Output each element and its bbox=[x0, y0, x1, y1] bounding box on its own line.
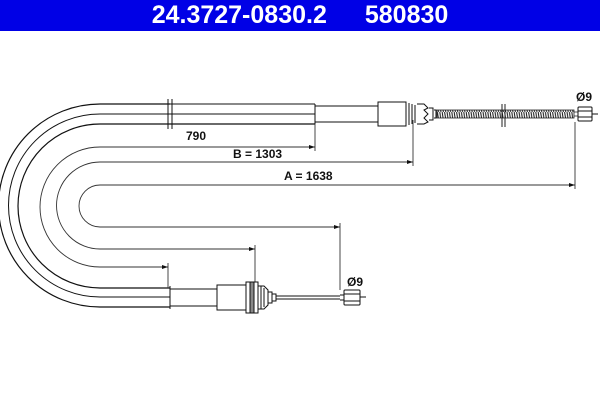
top-end-nipple bbox=[577, 106, 598, 122]
part-number: 24.3727-0830.2 bbox=[151, 1, 327, 29]
title-bar: 24.3727-0830.2 580830 bbox=[0, 0, 600, 31]
bottom-inner-tube bbox=[170, 281, 345, 314]
arrowheads bbox=[162, 145, 575, 269]
dimension-790-label: 790 bbox=[186, 129, 206, 143]
dimension-b-label: B = 1303 bbox=[233, 147, 282, 161]
top-inner-tube bbox=[315, 101, 437, 127]
dimension-curves bbox=[39, 120, 576, 290]
reference-number: 580830 bbox=[364, 1, 449, 29]
cable-sheath bbox=[0, 103, 316, 309]
dimension-a-label: A = 1638 bbox=[284, 169, 333, 183]
bottom-end-nipple bbox=[343, 289, 366, 306]
top-spring bbox=[436, 104, 579, 127]
top-diameter-label: Ø9 bbox=[576, 90, 592, 104]
bottom-diameter-label: Ø9 bbox=[347, 275, 363, 289]
break-mark-top bbox=[167, 99, 173, 129]
